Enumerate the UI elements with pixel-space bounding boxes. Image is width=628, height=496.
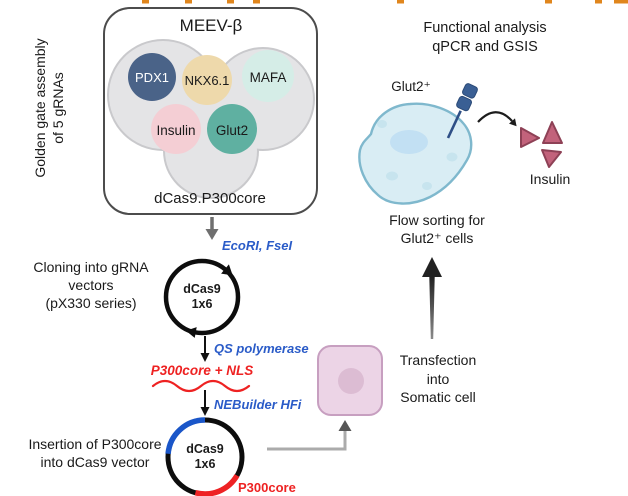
plasmid-dcas9-p300core bbox=[165, 417, 245, 496]
top-edge-mark bbox=[545, 0, 552, 4]
cloning-label: Cloning into gRNA vectors (pX330 series) bbox=[33, 259, 149, 311]
golden-gate-label: Golden gate assembly of 5 gRNAs bbox=[32, 38, 66, 178]
plasmid-dcas9-1x6 bbox=[163, 258, 241, 338]
arrow-qs-polymerase bbox=[200, 336, 210, 362]
top-edge-mark bbox=[185, 0, 192, 4]
nkx61-circle bbox=[182, 55, 232, 105]
arrow-secretion bbox=[477, 111, 517, 127]
plasmid1-label: dCas9 1x6 bbox=[183, 282, 221, 311]
arrow-box-to-plasmid bbox=[205, 217, 219, 240]
p300-squiggle-underline bbox=[151, 379, 251, 393]
top-edge-mark bbox=[227, 0, 234, 4]
meev-box-title: MEEV-β bbox=[179, 16, 243, 35]
p300core-nls-label: P300core + NLS bbox=[150, 363, 254, 378]
somatic-cell bbox=[317, 345, 383, 416]
somatic-cell-nucleus bbox=[338, 368, 364, 394]
plasmid2-label: dCas9 1x6 bbox=[186, 442, 224, 471]
insertion-label: Insertion of P300core into dCas9 vector bbox=[28, 436, 162, 470]
top-edge-mark bbox=[614, 0, 628, 4]
top-edge-mark bbox=[397, 0, 404, 4]
meev-box-footer: dCas9.P300core bbox=[154, 190, 266, 207]
glut2-receptor-icon bbox=[446, 83, 478, 139]
arrow-transfection-up bbox=[422, 257, 442, 339]
arrow-nebuilder bbox=[200, 390, 210, 416]
plasmid-arrowhead-bottom bbox=[185, 327, 197, 338]
plasmid-blue-arc bbox=[165, 417, 206, 455]
pdx1-label: PDX1 bbox=[135, 70, 169, 85]
mafa-label: MAFA bbox=[249, 70, 287, 85]
insulin-triangles bbox=[520, 121, 563, 168]
functional-analysis-title: Functional analysis qPCR and GSIS bbox=[423, 20, 547, 56]
glut2-circle bbox=[207, 104, 257, 154]
plasmid-red-arc bbox=[194, 474, 240, 496]
insulin-grna-label: Insulin bbox=[156, 123, 196, 138]
plasmid-arrowhead-top bbox=[221, 264, 233, 276]
top-edge-mark bbox=[142, 0, 149, 4]
top-edge-mark bbox=[595, 0, 602, 4]
pdx1-circle bbox=[128, 53, 176, 101]
ecori-fsei-label: EcoRI, FseI bbox=[222, 238, 293, 253]
glut2-grna-label: Glut2 bbox=[215, 123, 249, 138]
p300core-arc-label: P300core bbox=[238, 480, 296, 495]
glut2-plus-label: Glut2⁺ bbox=[391, 79, 431, 94]
qs-polymerase-label: QS polymerase bbox=[214, 341, 309, 356]
transfection-label: Transfection into Somatic cell bbox=[399, 352, 477, 406]
insulin-circle bbox=[151, 104, 201, 154]
nebuilder-label: NEBuilder HFi bbox=[214, 397, 302, 412]
arrow-plasmid-to-cell bbox=[267, 420, 352, 451]
top-edge-mark bbox=[253, 0, 260, 4]
nkx61-label: NKX6.1 bbox=[184, 73, 230, 88]
mafa-circle bbox=[242, 50, 294, 102]
glut2-cell-nucleus bbox=[390, 130, 428, 154]
insulin-label: Insulin bbox=[529, 171, 571, 187]
top-edge-marks bbox=[142, 0, 628, 4]
flow-sorting-label: Flow sorting for Glut2⁺ cells bbox=[389, 212, 485, 247]
glut2-cell bbox=[358, 102, 473, 205]
